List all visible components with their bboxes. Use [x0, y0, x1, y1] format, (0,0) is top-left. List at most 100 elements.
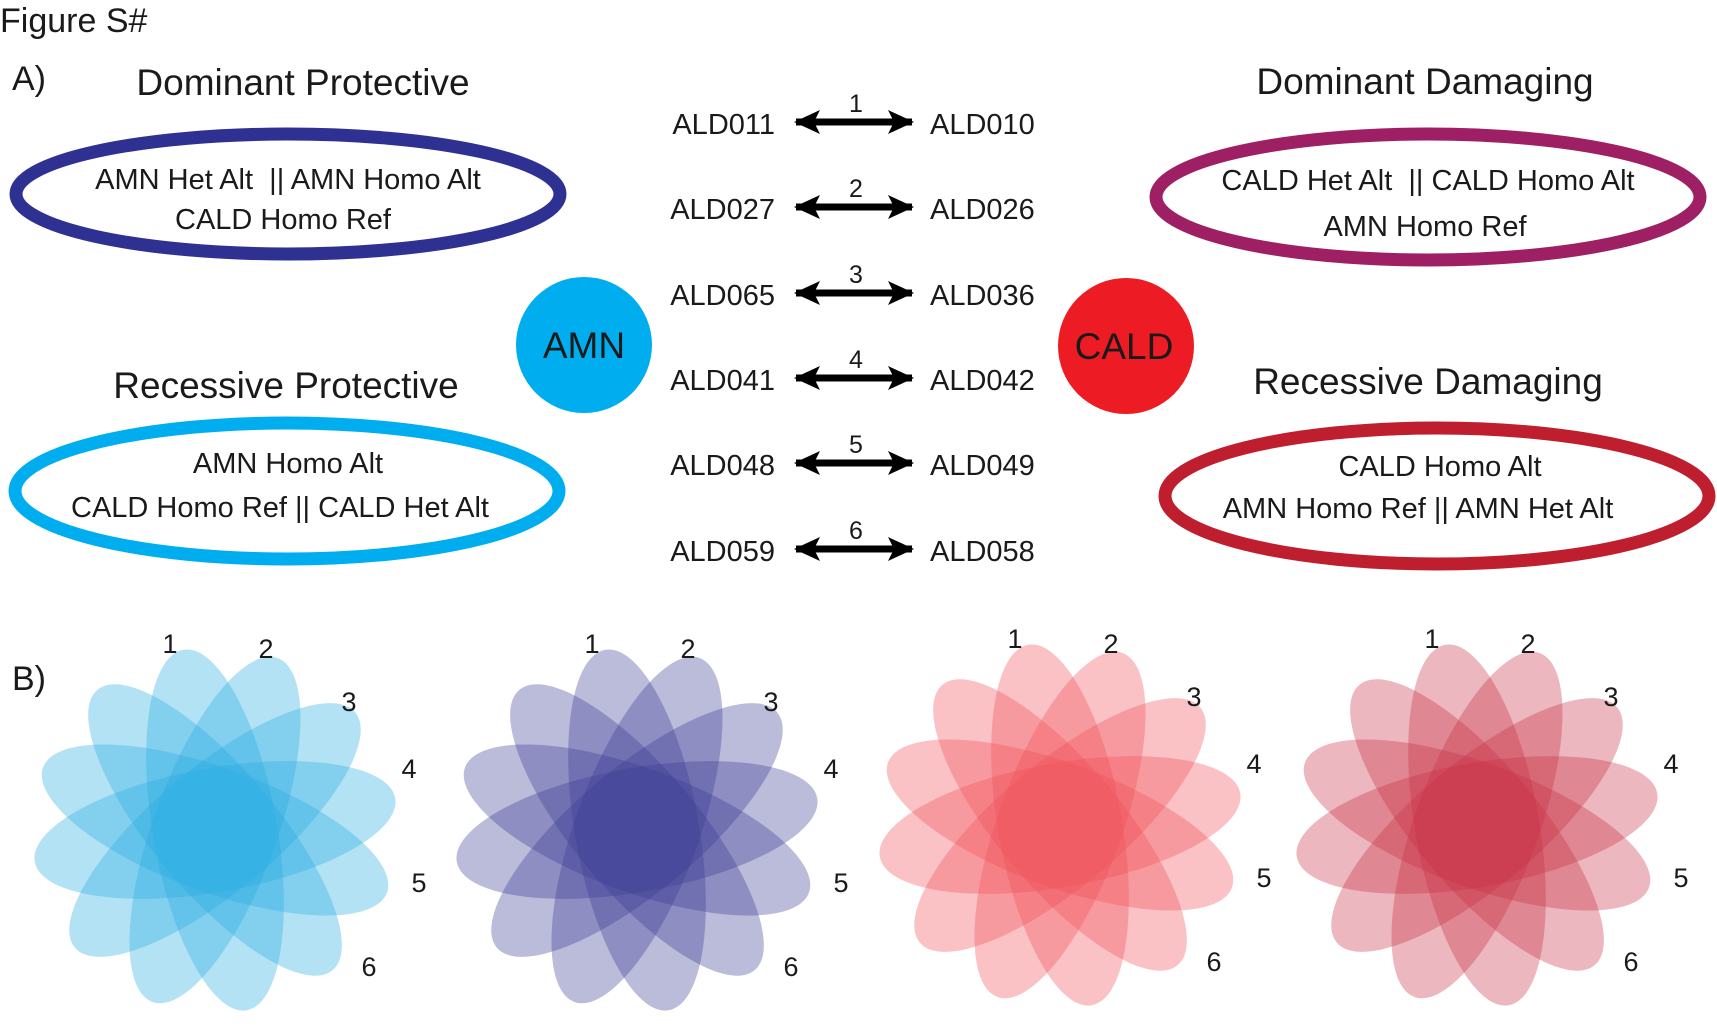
pair-number: 3 — [849, 261, 863, 289]
venn-petal — [1296, 756, 1658, 894]
pair-number: 4 — [849, 346, 863, 374]
venn-petal — [129, 656, 301, 1004]
venn-petal-label: 3 — [1603, 682, 1618, 712]
section-a-label: A) — [12, 60, 46, 98]
venn-petal-label: 4 — [401, 754, 416, 784]
venn-petal-label: 4 — [1246, 749, 1261, 779]
pair-number: 5 — [849, 431, 863, 459]
venn-petal-label: 2 — [1103, 629, 1118, 659]
venn-petal — [551, 656, 723, 1004]
venn-petal-label: 2 — [1520, 629, 1535, 659]
venn-petal-label: 1 — [1007, 624, 1022, 654]
venn-petal-label: 6 — [1206, 947, 1221, 977]
category-oval — [9, 127, 567, 261]
venn-petal-label: 4 — [823, 754, 838, 784]
amn-circle: AMN — [516, 277, 652, 413]
venn-diagram: 1 2 3 4 5 6 — [456, 629, 849, 1011]
venn-petal — [974, 651, 1146, 999]
amn-sample-id: ALD027 — [670, 194, 775, 226]
venn-petal-label: 4 — [1663, 749, 1678, 779]
category-line-2: AMN Homo Ref || AMN Het Alt — [1223, 493, 1614, 525]
venn-petal — [34, 761, 396, 899]
pair-number: 6 — [849, 517, 863, 545]
figure-label: Figure S# — [0, 2, 147, 40]
venn-petal — [886, 739, 1234, 911]
category-dominant-damaging: Dominant Damaging CALD Het Alt || CALD H… — [1149, 61, 1707, 267]
sample-pairs: ALD0111ALD010ALD0272ALD026ALD0653ALD036A… — [670, 90, 1035, 568]
venn-petal-label: 5 — [411, 868, 426, 898]
cald-circle-label: CALD — [1075, 326, 1174, 367]
cald-circle: CALD — [1058, 278, 1194, 414]
amn-sample-id: ALD011 — [672, 109, 775, 141]
venn-diagram: 1 2 3 4 5 6 — [1296, 624, 1689, 1006]
venn-petal — [914, 698, 1206, 952]
venn-petal-label: 3 — [341, 687, 356, 717]
category-line-2: CALD Homo Ref — [175, 204, 392, 236]
category-title: Recessive Damaging — [1253, 361, 1603, 402]
pair-number: 2 — [849, 175, 863, 203]
venn-petal — [69, 703, 361, 957]
venn-petal — [991, 644, 1129, 1006]
category-line-1: AMN Het Alt || AMN Homo Alt — [95, 164, 481, 196]
category-title: Dominant Damaging — [1256, 61, 1593, 102]
cald-sample-id: ALD042 — [930, 365, 1035, 397]
venn-petal — [1350, 679, 1604, 971]
venn-petal-label: 2 — [680, 634, 695, 664]
cald-sample-id: ALD058 — [930, 536, 1035, 568]
venn-petal-label: 1 — [1424, 624, 1439, 654]
cald-sample-id: ALD010 — [930, 109, 1035, 141]
venn-diagrams: 1 2 3 4 5 6 1 2 3 4 5 6 1 2 3 4 5 6 1 2 3 4 5 6 — [34, 624, 1689, 1011]
venn-diagram: 1 2 3 4 5 6 — [879, 624, 1272, 1006]
category-title: Dominant Protective — [136, 62, 469, 103]
venn-petal — [146, 649, 284, 1011]
amn-sample-id: ALD059 — [670, 536, 775, 568]
category-line-2: CALD Homo Ref || CALD Het Alt — [71, 492, 489, 524]
venn-petal-label: 2 — [258, 634, 273, 664]
venn-petal — [1391, 651, 1563, 999]
section-b-label: B) — [12, 660, 46, 698]
amn-sample-id: ALD041 — [670, 365, 775, 397]
venn-petal-label: 5 — [833, 868, 848, 898]
cald-sample-id: ALD026 — [930, 194, 1035, 226]
venn-petal-label: 3 — [763, 687, 778, 717]
amn-sample-id: ALD065 — [670, 280, 775, 312]
venn-petal — [879, 756, 1241, 894]
category-oval — [8, 416, 566, 566]
venn-petal-label: 1 — [584, 629, 599, 659]
cald-sample-id: ALD036 — [930, 280, 1035, 312]
venn-petal — [568, 649, 706, 1011]
venn-diagram: 1 2 3 4 5 6 — [34, 629, 427, 1011]
venn-petal — [510, 684, 764, 976]
category-line-1: CALD Homo Alt — [1338, 451, 1541, 483]
venn-petal-label: 6 — [783, 952, 798, 982]
cald-sample-id: ALD049 — [930, 450, 1035, 482]
amn-circle-shape — [516, 277, 652, 413]
venn-petal-label: 1 — [162, 629, 177, 659]
amn-sample-id: ALD048 — [670, 450, 775, 482]
category-recessive-protective: Recessive Protective AMN Homo Alt CALD H… — [8, 365, 566, 566]
venn-petal — [1408, 644, 1546, 1006]
pair-number: 1 — [849, 90, 863, 118]
venn-petal-label: 5 — [1256, 863, 1271, 893]
venn-petal — [933, 679, 1187, 971]
venn-petal-label: 6 — [361, 952, 376, 982]
venn-petal — [456, 761, 818, 899]
venn-petal-label: 3 — [1186, 682, 1201, 712]
venn-petal — [1331, 698, 1623, 952]
category-recessive-damaging: Recessive Damaging CALD Homo Alt AMN Hom… — [1158, 361, 1716, 571]
category-line-1: CALD Het Alt || CALD Homo Alt — [1221, 165, 1634, 197]
category-oval — [1158, 421, 1716, 571]
venn-petal-label: 5 — [1673, 863, 1688, 893]
category-title: Recessive Protective — [113, 365, 458, 406]
category-oval — [1149, 127, 1707, 267]
venn-petal-label: 6 — [1623, 947, 1638, 977]
cald-circle-shape — [1058, 278, 1194, 414]
venn-petal — [463, 744, 811, 916]
